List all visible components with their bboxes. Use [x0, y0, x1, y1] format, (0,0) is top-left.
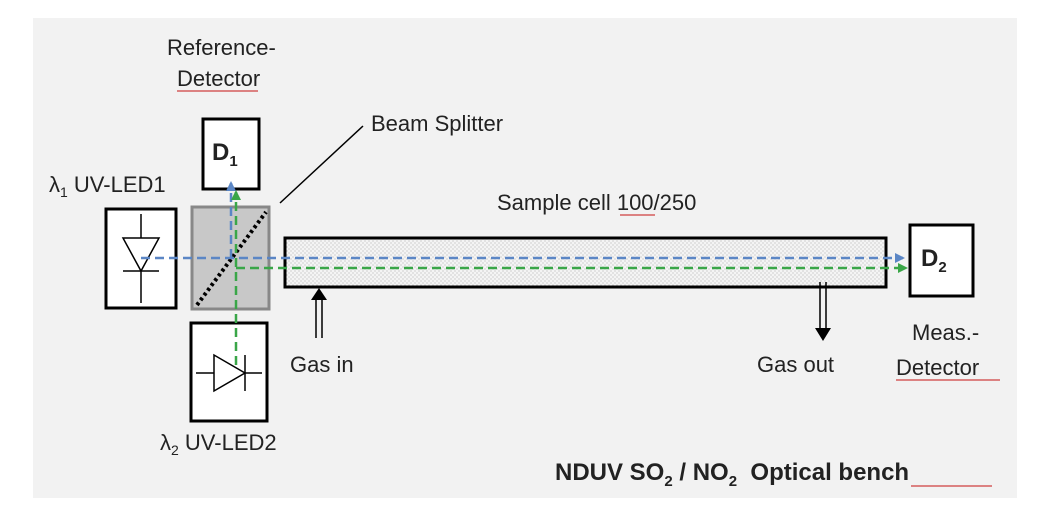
- meas-detector-label-line1: Meas.-: [912, 320, 979, 345]
- d2-label: D2: [921, 245, 947, 276]
- sample-cell-label: Sample cell 100/250: [497, 190, 696, 215]
- led1-label: λ1 UV-LED1: [49, 172, 166, 200]
- led2-label: λ2 UV-LED2: [160, 430, 277, 458]
- diagram-title: NDUV SO2 / NO2 Optical bench: [555, 459, 909, 490]
- d2-detector-box: [908, 223, 975, 298]
- sample-cell: [283, 236, 888, 289]
- gas-in-label: Gas in: [290, 352, 354, 377]
- meas-detector-label-line2: Detector: [896, 355, 979, 380]
- gas-in-arrow: [311, 288, 327, 338]
- beam-splitter-leader-line: [279, 125, 364, 204]
- d1-detector-box: [201, 117, 261, 191]
- led2-box: [189, 321, 269, 423]
- reference-detector-label-line1: Reference-: [167, 35, 276, 60]
- gas-out-arrow: [815, 282, 831, 341]
- d1-label: D1: [212, 139, 238, 170]
- gas-out-label: Gas out: [757, 352, 834, 377]
- reference-detector-label-line2: Detector: [177, 66, 260, 91]
- beam-splitter-label: Beam Splitter: [371, 111, 503, 136]
